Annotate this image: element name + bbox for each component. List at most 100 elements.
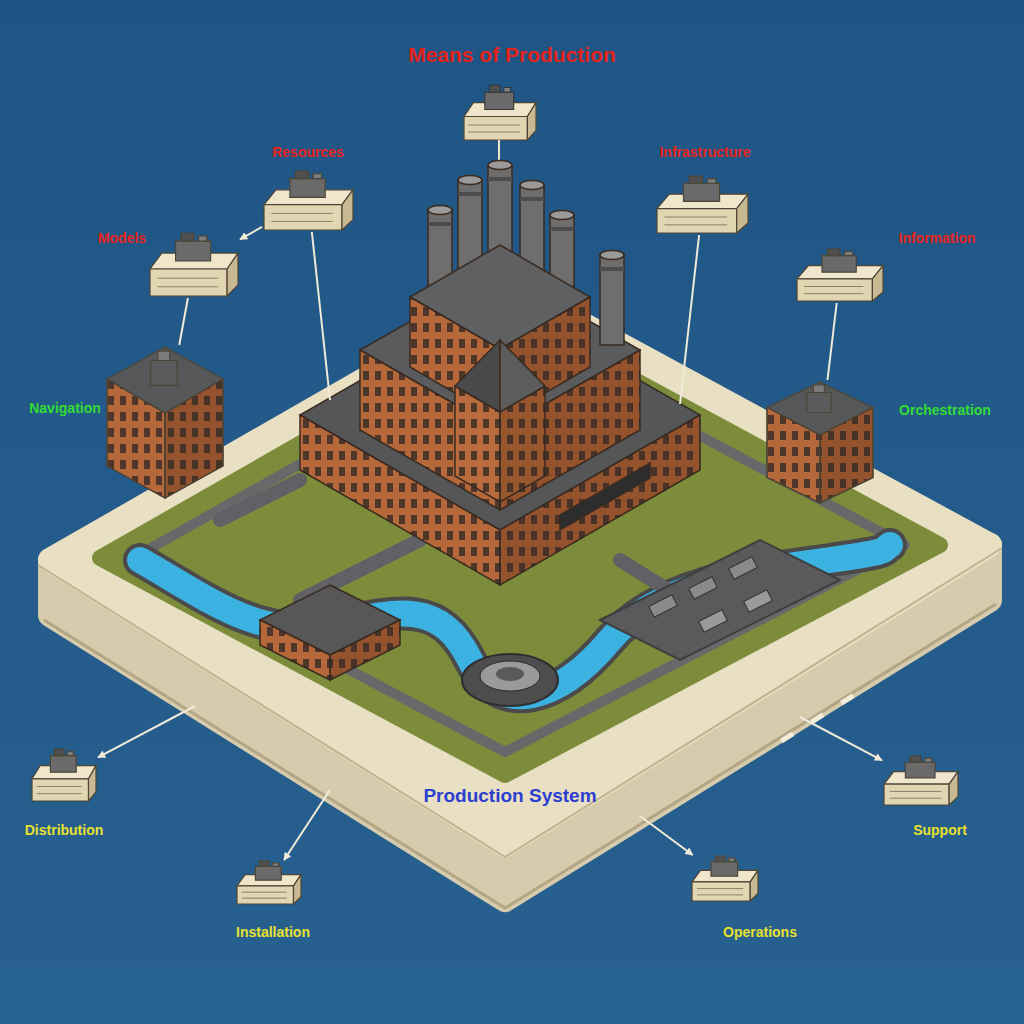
module-tile: Installation	[235, 860, 303, 906]
factory	[520, 181, 544, 190]
building-windows	[165, 379, 223, 498]
tile-machine	[715, 856, 725, 862]
tile-stripe	[271, 221, 332, 222]
factory	[500, 340, 545, 412]
factory	[428, 206, 452, 215]
factory	[455, 340, 500, 412]
top-module-tile	[485, 92, 514, 109]
tile-machine	[199, 236, 207, 241]
tile-machine	[925, 758, 932, 762]
building-shape	[765, 380, 875, 505]
platform	[840, 694, 855, 706]
tile-stripe	[242, 898, 287, 899]
factory	[488, 177, 512, 181]
truck-yard	[744, 590, 773, 612]
node-label: Production System	[423, 784, 596, 807]
connector	[179, 298, 188, 345]
tile-stripe	[697, 894, 743, 895]
connector	[98, 706, 195, 757]
production-platform: Production SystemNavigationOrchestration	[100, 285, 880, 855]
truck-yard	[600, 540, 840, 660]
building-wall	[107, 379, 165, 498]
top-module-tile	[464, 117, 527, 141]
factory	[520, 197, 544, 201]
factory	[458, 176, 482, 185]
factory	[488, 161, 512, 170]
tile-machine	[711, 862, 738, 876]
node-label: Infrastructure	[659, 143, 750, 161]
building-wall	[165, 379, 223, 498]
building-windows	[820, 408, 873, 504]
top-module-tile	[527, 103, 536, 140]
tile-side	[227, 253, 238, 296]
platform	[135, 340, 905, 752]
tile-stripe	[804, 286, 863, 287]
node-label: Installation	[236, 923, 310, 941]
connector	[284, 790, 330, 860]
node-label: Models	[98, 229, 146, 247]
tile-shape	[795, 248, 885, 303]
connector	[240, 227, 262, 239]
tile-machine	[689, 176, 702, 183]
tile-shape	[30, 748, 98, 803]
module-tile: Information	[795, 248, 885, 303]
tile-stripe	[37, 786, 82, 787]
tile-machine	[50, 756, 76, 773]
round-structure	[462, 654, 558, 706]
top-module-tile	[464, 85, 536, 140]
side-building	[330, 620, 400, 680]
round-structure	[462, 654, 558, 706]
top-module-tile	[504, 88, 511, 93]
tile-front	[264, 205, 342, 230]
building-wall	[820, 408, 873, 504]
node-label: Support	[913, 821, 967, 839]
factory	[550, 227, 574, 231]
tile-machine	[296, 171, 309, 179]
tile-shape	[655, 175, 750, 235]
roof-unit	[807, 393, 831, 413]
tile-machine	[684, 183, 720, 201]
tile-stripe	[242, 892, 287, 893]
tile-machine	[181, 233, 194, 241]
building-windows	[767, 408, 820, 504]
tile-stripe	[697, 888, 743, 889]
tile-machine	[255, 866, 281, 880]
top-module-tile	[489, 85, 500, 92]
connector	[640, 816, 693, 855]
tile-machine	[272, 863, 278, 867]
tile-side	[949, 772, 958, 805]
module-tile: Models	[148, 232, 240, 298]
module-tile: Distribution	[30, 748, 98, 803]
tile-front	[884, 784, 949, 805]
tile-side	[737, 194, 748, 233]
factory	[550, 211, 574, 220]
round-structure	[496, 667, 524, 681]
factory	[428, 222, 452, 226]
tile-shape	[882, 755, 960, 807]
connector	[680, 235, 699, 404]
tile-side	[750, 870, 758, 901]
module-tile: Operations	[690, 855, 760, 903]
node-label: Distribution	[25, 821, 104, 839]
tile-side	[872, 266, 883, 301]
node-label: Navigation	[29, 399, 101, 417]
node-label: Orchestration	[899, 401, 991, 419]
roof-unit	[158, 351, 170, 360]
node-label: Information	[899, 229, 976, 247]
diagram-title: Means of Production	[0, 42, 1024, 68]
platform	[38, 290, 1002, 908]
platform	[50, 290, 990, 845]
tile-front	[692, 882, 750, 901]
tile-machine	[827, 249, 840, 256]
tile-machine	[67, 751, 73, 755]
tile-stripe	[157, 286, 218, 287]
tile-machine	[313, 174, 321, 179]
tile-stripe	[890, 791, 941, 792]
tile-machine	[910, 756, 921, 762]
module-tile: Infrastructure	[655, 175, 750, 235]
truck-yard	[699, 610, 728, 632]
side-building	[260, 620, 330, 680]
